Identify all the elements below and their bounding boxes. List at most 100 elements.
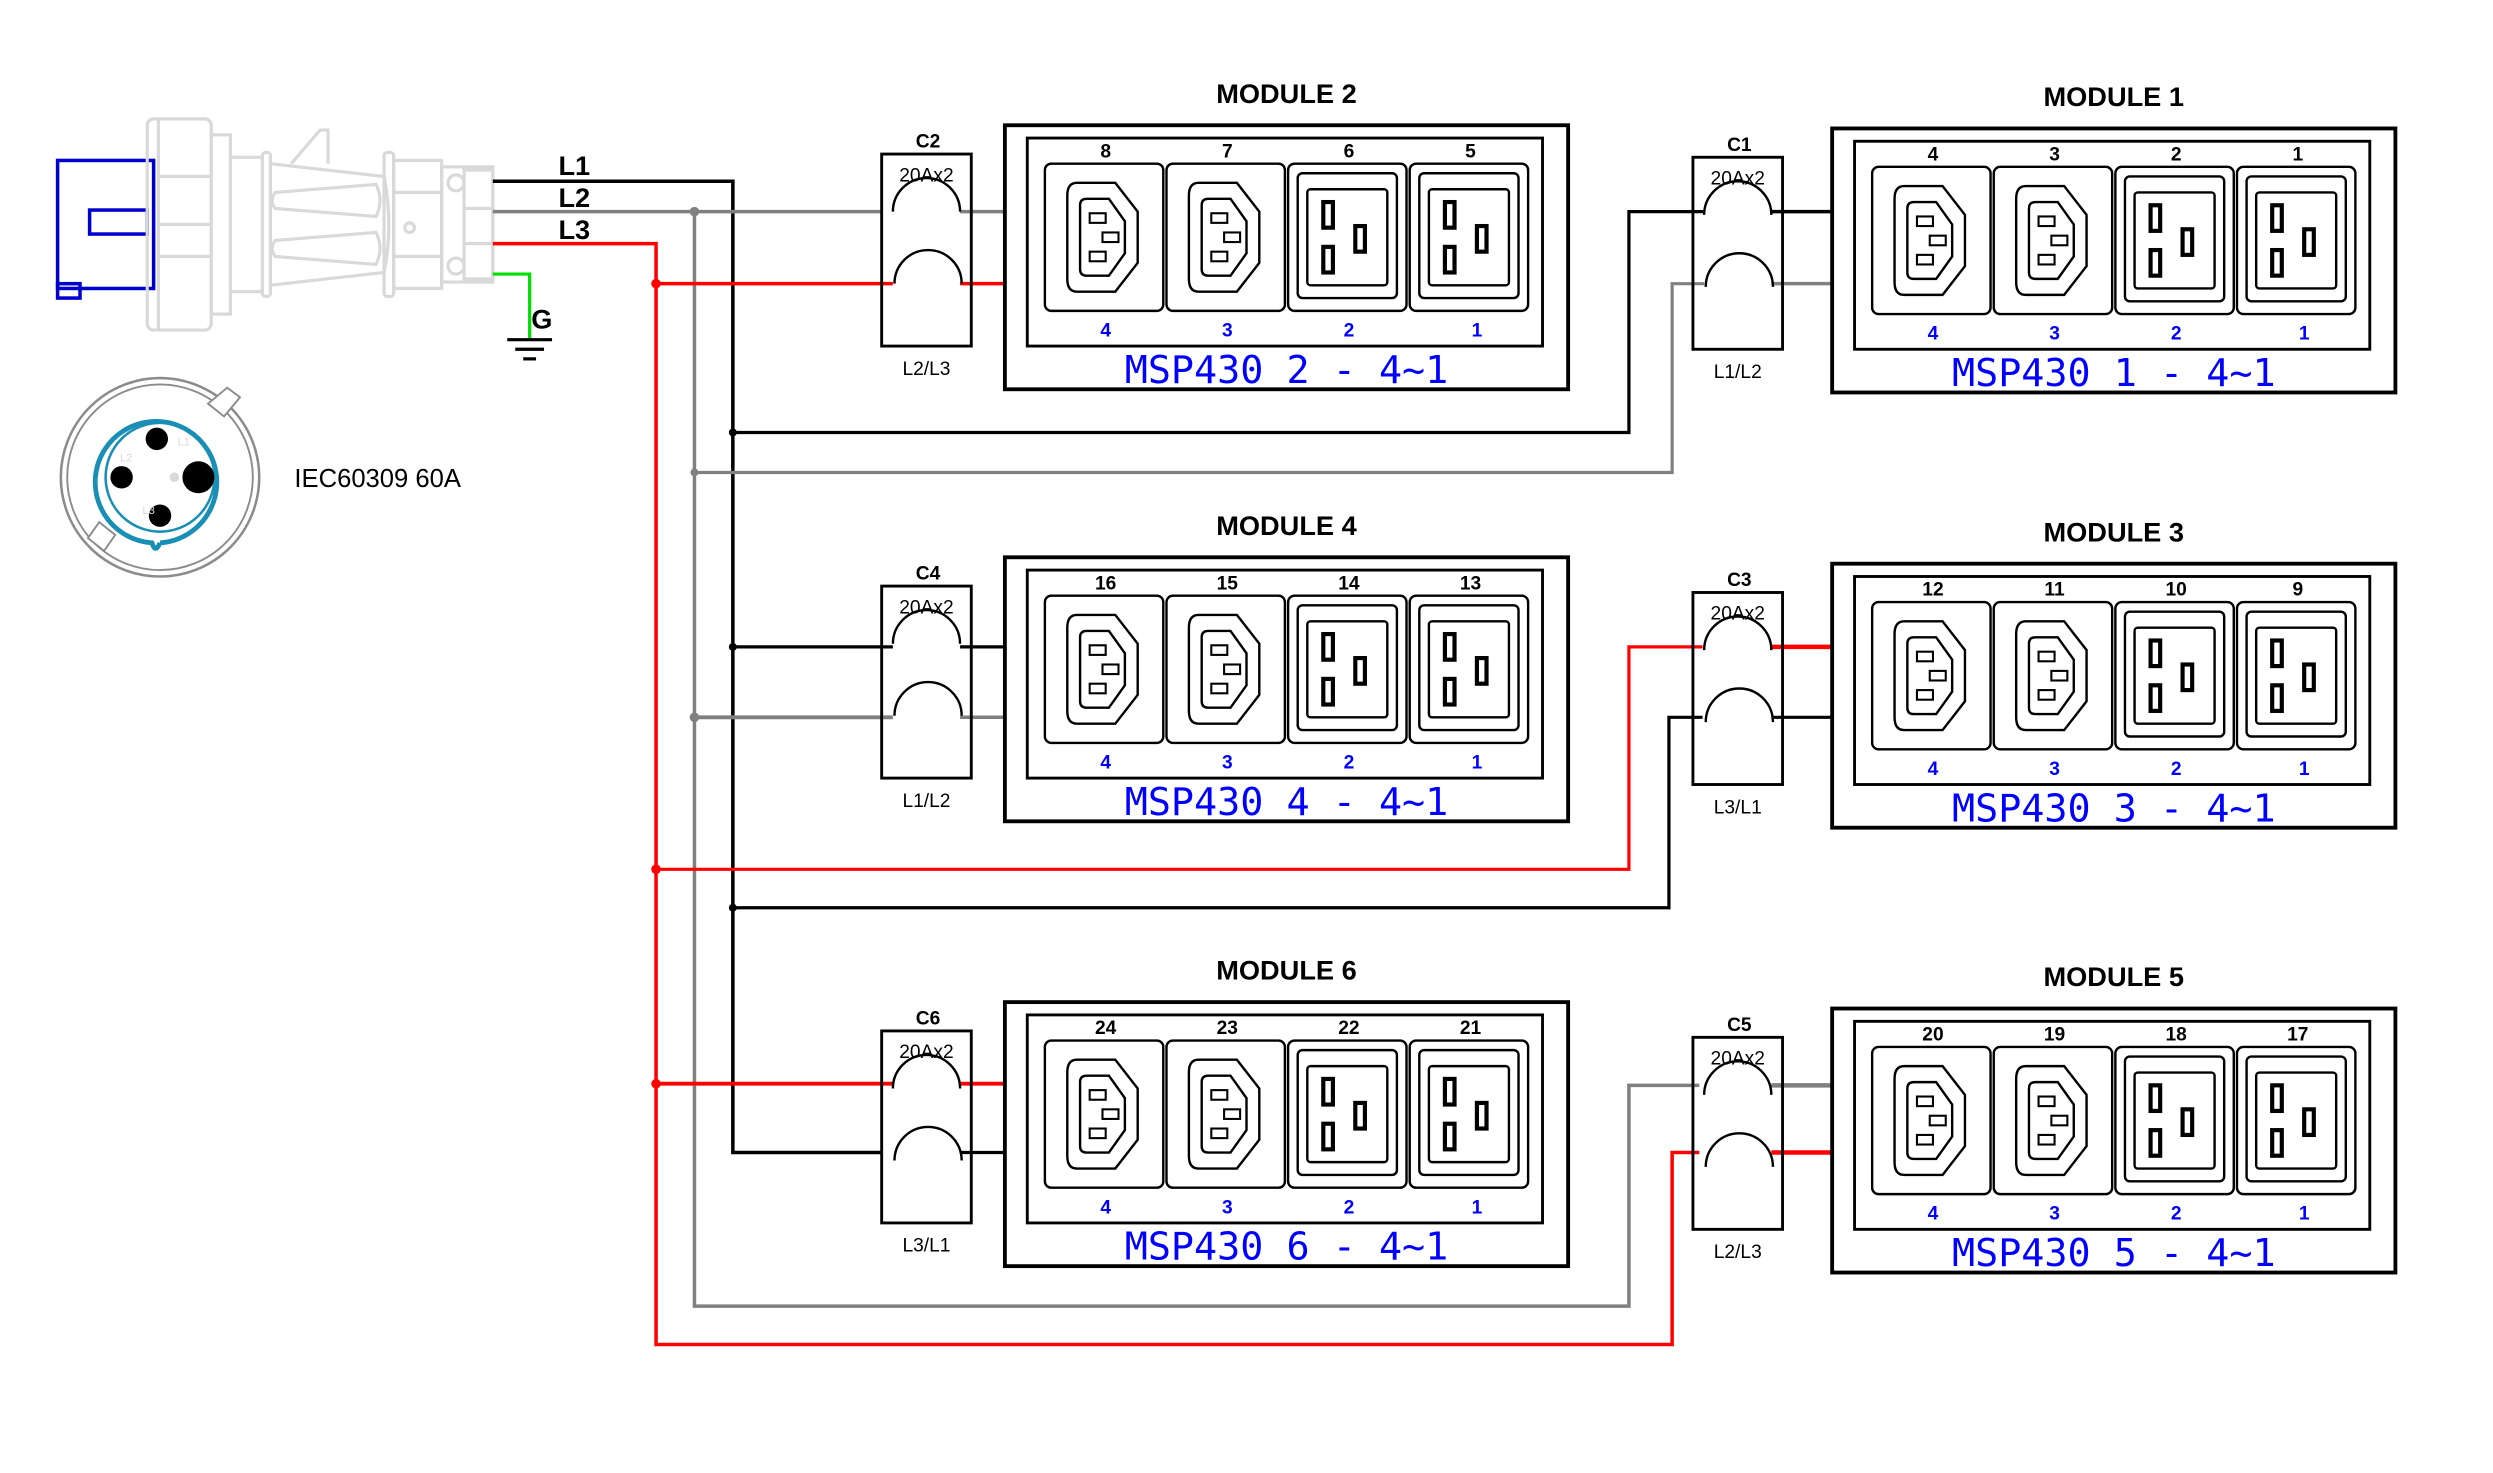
outlet-10[interactable]: 10 2: [2114, 580, 2235, 780]
outlet-bezel: [1992, 600, 2114, 751]
outlet-panel: [1025, 1013, 1544, 1225]
outlet-2[interactable]: 22: [2114, 144, 2235, 345]
breaker-phases: L1/L2: [902, 791, 950, 812]
breaker-phases: L2/L3: [1714, 1242, 1762, 1263]
outlet-number: 5: [1465, 141, 1476, 162]
c13-receptacle-icon: [1187, 1058, 1261, 1170]
outlet-19[interactable]: 193: [1992, 1025, 2114, 1225]
wire-L1-main: [492, 179, 882, 1155]
outlet-local-number: 3: [2049, 759, 2060, 780]
wire-C3-L1: [732, 715, 1703, 910]
outlet-local-number: 4: [1928, 324, 1939, 345]
outlet-1[interactable]: 11: [2235, 144, 2357, 345]
wire-ground: [492, 272, 532, 340]
c13-receptacle-icon: [2014, 1064, 2088, 1177]
outlet-number: 15: [1217, 573, 1239, 594]
c19-receptacle-icon: [2245, 1055, 2347, 1183]
connector-type-label: IEC60309 60A: [294, 465, 461, 493]
outlet-number: 23: [1217, 1018, 1238, 1039]
breaker-contact-icon: [893, 1125, 963, 1161]
phase-label-L3: L3: [558, 214, 590, 245]
plug-key: [87, 208, 149, 236]
outlet-local-number: 3: [1222, 320, 1233, 341]
outlet-panel: [1025, 568, 1544, 780]
outlet-bezel: [1043, 1039, 1165, 1189]
outlet-7[interactable]: 73: [1165, 141, 1287, 341]
outlet-9[interactable]: 91: [2235, 580, 2357, 780]
outlet-local-number: 2: [2171, 1204, 2182, 1225]
outlet-number: 11: [2044, 580, 2065, 601]
outlet-24[interactable]: 244: [1043, 1018, 1165, 1218]
c13-receptacle-icon: [1066, 1058, 1139, 1170]
outlet-18[interactable]: 18 2: [2114, 1025, 2235, 1225]
outlet-number: 10: [2166, 580, 2187, 601]
breaker-contact-icon: [893, 680, 963, 716]
outlet-local-number: 1: [1472, 753, 1483, 774]
outlet-11[interactable]: 11 3: [1992, 580, 2114, 780]
module-title: MODULE 2: [1216, 78, 1356, 109]
outlet-15[interactable]: 15 3: [1165, 573, 1287, 774]
outlet-local-number: 2: [2171, 759, 2182, 780]
outlet-local-number: 1: [2299, 1204, 2310, 1225]
breaker-phases: L3/L1: [1714, 797, 1762, 818]
c13-receptacle-icon: [1187, 181, 1261, 293]
outlet-number: 18: [2166, 1025, 2188, 1046]
outlet-number: 24: [1095, 1018, 1117, 1039]
outlet-4[interactable]: 44: [1870, 144, 1992, 345]
outlet-20[interactable]: 204: [1870, 1025, 1992, 1225]
outlet-local-number: 4: [1100, 320, 1111, 341]
outlet-5[interactable]: 51: [1408, 141, 1530, 341]
outlet-3[interactable]: 33: [1992, 144, 2114, 345]
pin-L3: [148, 504, 172, 527]
breaker-id: C1: [1727, 135, 1752, 156]
outlet-number: 7: [1222, 141, 1233, 162]
pin-label-L1: L1: [178, 436, 190, 448]
outlet-local-number: 1: [1472, 320, 1483, 341]
c19-receptacle-icon: [1418, 172, 1520, 300]
outlet-17[interactable]: 171: [2235, 1025, 2357, 1225]
c19-receptacle-icon: [2123, 1055, 2226, 1183]
module-title: MODULE 6: [1216, 955, 1356, 986]
wire-junctions: [651, 206, 737, 1089]
pin-L2: [110, 466, 133, 489]
outlet-13[interactable]: 131: [1408, 573, 1530, 774]
outlet-14[interactable]: 142: [1286, 573, 1408, 774]
outlet-21[interactable]: 211: [1408, 1018, 1530, 1218]
outlet-number: 12: [1922, 580, 1943, 601]
phase-label-L2: L2: [558, 182, 590, 213]
outlet-number: 8: [1100, 141, 1111, 162]
outlet-local-number: 2: [1344, 753, 1355, 774]
outlet-12[interactable]: 124: [1870, 580, 1992, 780]
outlet-bezel: [1286, 1039, 1408, 1189]
outlet-23[interactable]: 23 3: [1165, 1018, 1287, 1218]
c19-receptacle-icon: [2245, 175, 2347, 303]
outlet-16[interactable]: 164: [1043, 573, 1165, 774]
outlet-8[interactable]: 84: [1043, 141, 1165, 341]
pin-label-L2: L2: [120, 452, 132, 464]
outlet-local-number: 2: [1344, 320, 1355, 341]
breaker-contact-icon: [1702, 180, 1773, 215]
outlet-local-number: 3: [1222, 1197, 1233, 1218]
outlet-panel: [1025, 136, 1544, 348]
outlet-6[interactable]: 62: [1286, 141, 1408, 341]
outlet-22[interactable]: 222: [1286, 1018, 1408, 1218]
breaker-contact-icon: [1702, 1060, 1773, 1095]
outlet-number: 9: [2292, 580, 2303, 601]
breaker-contact-icon: [891, 608, 962, 644]
outlet-number: 22: [1338, 1018, 1359, 1039]
c13-receptacle-icon: [1893, 620, 1967, 732]
breaker-phases: L2/L3: [902, 359, 950, 380]
outlet-local-number: 3: [1222, 753, 1233, 774]
screw-icon: [446, 256, 466, 276]
c13-receptacle-icon: [1187, 613, 1261, 725]
plug-blue-housing: [55, 158, 156, 291]
outlet-local-number: 4: [1100, 753, 1111, 774]
c19-receptacle-icon: [2245, 610, 2347, 738]
c13-receptacle-icon: [1066, 181, 1139, 293]
outlet-bezel: [2114, 600, 2235, 751]
breaker-id: C3: [1727, 570, 1752, 591]
